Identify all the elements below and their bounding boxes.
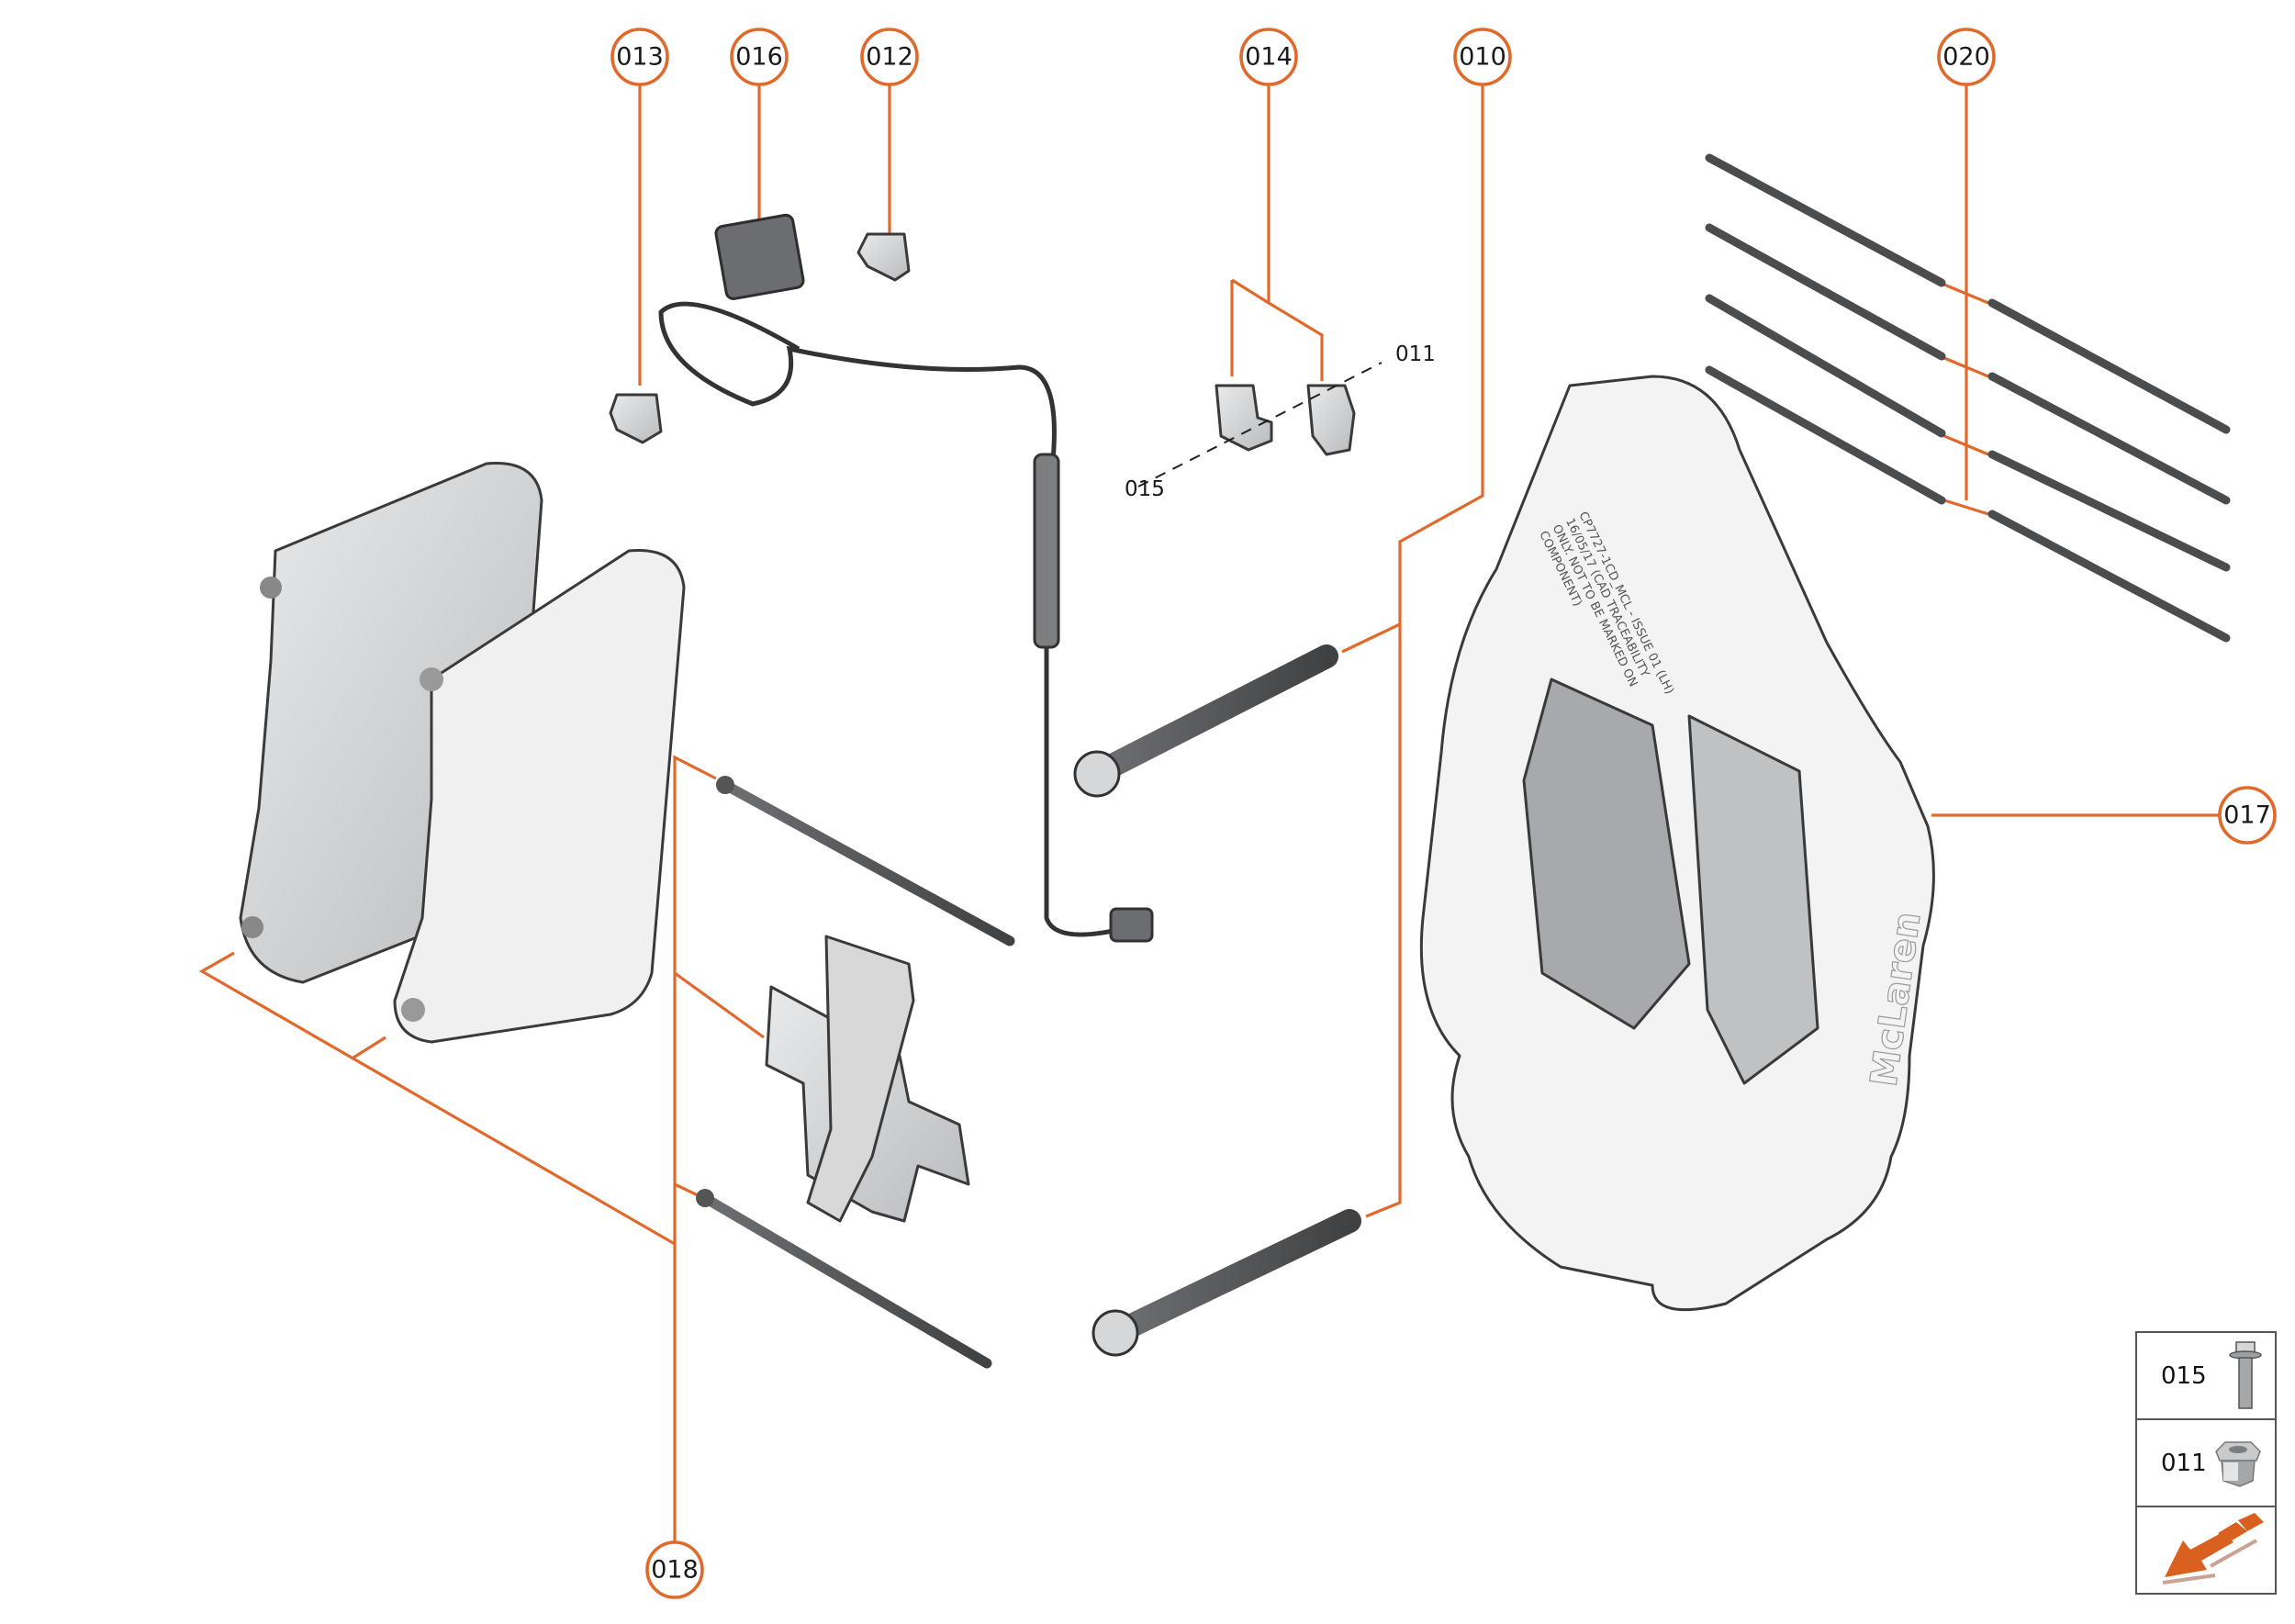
svg-text:010: 010 (1459, 43, 1506, 72)
pad-mount-hole (420, 667, 443, 691)
pad-mount-hole (260, 577, 282, 599)
pad-mount-hole (241, 916, 263, 938)
leader-018 (198, 755, 765, 1542)
pad-mount-hole (401, 998, 425, 1022)
fastener-legend: 015 011 (2135, 1331, 2277, 1595)
bleed-bracket-014 (1137, 362, 1383, 487)
svg-text:020: 020 (1942, 43, 1990, 72)
caliper-mount-bolt-lower (1092, 1209, 1361, 1357)
svg-text:012: 012 (866, 43, 913, 72)
brake-pad-front (393, 549, 686, 1044)
svg-text:016: 016 (735, 43, 783, 72)
assembly-axis-dashed (1137, 362, 1383, 487)
cable-clip-012 (856, 232, 911, 282)
leader-014 (1230, 84, 1324, 381)
svg-text:017: 017 (2223, 801, 2271, 830)
anti-rattle-spring (765, 935, 970, 1223)
leader-lines (198, 84, 2220, 1542)
brake-caliper-body: CP7727-1CD_MCL - ISSUE 01 (LH) 16/05/17 … (1419, 375, 1935, 1312)
cable-clip-013 (609, 393, 663, 444)
svg-text:014: 014 (1245, 43, 1293, 72)
callout-013[interactable]: 013 (610, 28, 669, 86)
sensor-plug (1109, 907, 1154, 943)
caliper-mount-bolt-upper (1073, 644, 1338, 798)
legend-row-orientation (2137, 1507, 2275, 1595)
orientation-arrow-icon (2162, 1513, 2264, 1585)
leader-020 (1943, 84, 1989, 516)
callout-020[interactable]: 020 (1937, 28, 1996, 86)
leader-010 (1341, 84, 1484, 1218)
sensor-connector (714, 213, 805, 300)
svg-text:013: 013 (616, 43, 664, 72)
callout-010[interactable]: 010 (1453, 28, 1512, 86)
flange-nut-icon (2215, 1441, 2261, 1487)
legend-row-bolt: 015 (2137, 1333, 2275, 1420)
pad-retaining-pin-upper (716, 776, 1015, 946)
callout-017[interactable]: 017 (2218, 786, 2277, 845)
sensor-sleeve (1033, 453, 1060, 649)
label-011: 011 (1395, 342, 1436, 366)
label-015: 015 (1125, 477, 1165, 501)
callout-014[interactable]: 014 (1239, 28, 1298, 86)
flange-bolt-icon (2229, 1341, 2262, 1409)
callout-018[interactable]: 018 (645, 1540, 704, 1599)
legend-label-015: 015 (2161, 1362, 2207, 1390)
caliper-pins-020 (1705, 153, 2231, 643)
legend-row-nut: 011 (2137, 1420, 2275, 1507)
callout-016[interactable]: 016 (730, 28, 789, 86)
pad-wear-sensor-cable (658, 213, 1154, 943)
svg-text:018: 018 (651, 1556, 699, 1585)
pad-retaining-pin-lower (696, 1189, 992, 1369)
legend-label-011: 011 (2161, 1450, 2207, 1477)
callout-012[interactable]: 012 (860, 28, 919, 86)
